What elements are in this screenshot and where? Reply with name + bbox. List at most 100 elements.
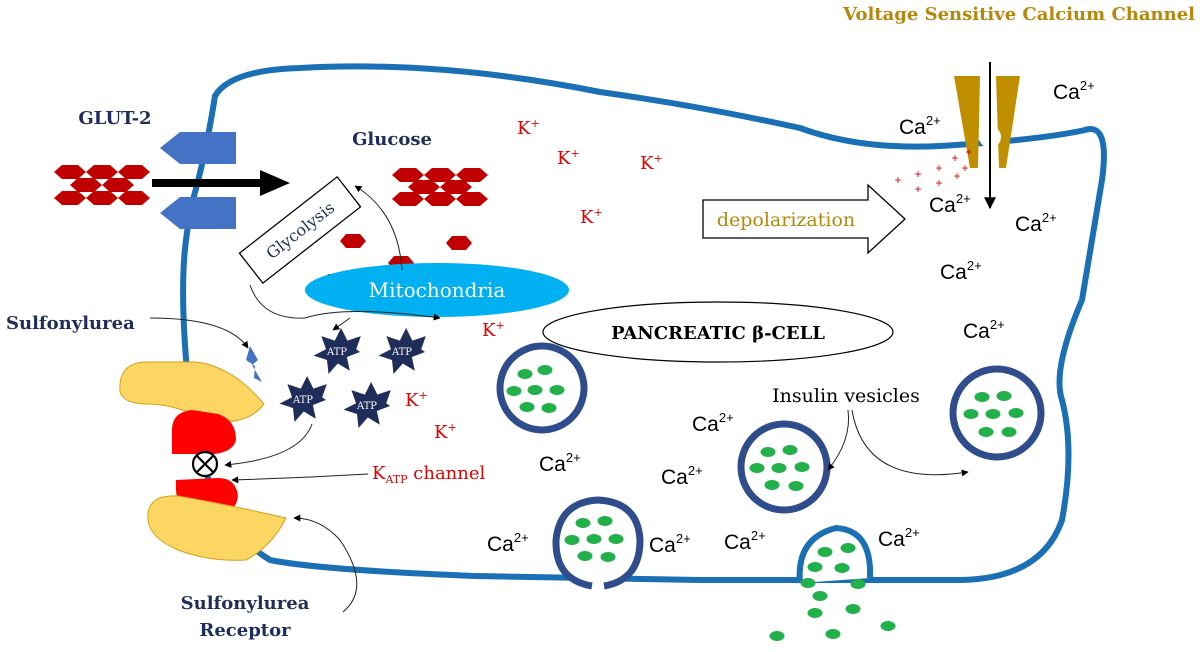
glucose-transport-arrow-head [260,170,290,196]
mitochondria [305,263,569,317]
receptor-label-pointer-arrow [293,514,358,613]
glucose-inside-cluster [392,168,488,206]
insulin-vesicle [949,365,1045,461]
sulfonylurea-label: Sulfonylurea [6,313,135,334]
svg-text:+: + [914,167,921,181]
svg-text:Ca2+: Ca2+ [1053,78,1095,104]
calcium-ion: Ca2+ [963,317,1005,343]
svg-text:+: + [953,169,960,183]
svg-text:+: + [935,176,942,190]
katp-channel-upper-red [172,410,236,454]
glut2-label: GLUT-2 [78,108,151,129]
atp-molecule: ATP [343,382,391,428]
svg-text:Ca2+: Ca2+ [724,528,766,554]
insulin-vesicle-docking [552,496,644,590]
glucose-molecule [340,234,366,248]
svg-text:Ca2+: Ca2+ [929,191,971,217]
atp-molecule: ATP [313,328,361,374]
svg-text:ATP: ATP [391,347,412,358]
svg-text:K+: K+ [640,152,663,174]
insulin-vesicle [496,342,588,434]
sulfonylurea-pointer-arrow [149,317,249,349]
svg-text:Ca2+: Ca2+ [940,258,982,284]
svg-text:Ca2+: Ca2+ [1015,210,1057,236]
atp-molecule: ATP [378,328,426,374]
svg-text:Ca2+: Ca2+ [661,463,703,489]
svg-text:ATP: ATP [356,401,377,412]
calcium-ion: Ca2+ [899,113,941,139]
potassium-ion: K+ [434,421,457,443]
svg-text:K+: K+ [580,206,603,228]
calcium-ion: Ca2+ [539,450,581,476]
katp-channel-label: KATP channel [372,463,486,486]
potassium-ion: K+ [517,117,540,139]
svg-text:Ca2+: Ca2+ [963,317,1005,343]
calcium-ion: Ca2+ [929,191,971,217]
glut2-lower-subunit [160,197,236,229]
insulin-label-pointer-right [851,409,969,477]
calcium-ion: Ca2+ [878,525,920,551]
svg-text:Ca2+: Ca2+ [878,525,920,551]
depolarization-arrow [702,183,906,255]
svg-text:Ca2+: Ca2+ [487,530,529,556]
sulfonylurea-receptor-lower [147,495,287,561]
sulfonylurea-drug-icon [246,346,262,382]
vsc-title: Voltage Sensitive Calcium Channel [842,4,1195,25]
membrane-positive-charges: + + + + + + + + + [894,145,972,196]
katp-label-pointer-arrow [231,473,369,484]
mitochondria-to-atp-arrow [332,317,351,331]
cell-title: PANCREATIC β-CELL [611,323,825,344]
calcium-ion: Ca2+ [487,530,529,556]
svg-text:+: + [951,151,958,165]
depolarization-label: depolarization [717,209,855,231]
glycolysis-box: Glycolysis [238,175,362,285]
katp-closed-cross [196,455,214,473]
glycolysis-to-mitochondria-arrow [249,284,441,321]
svg-text:+: + [935,161,942,175]
svg-text:+: + [961,161,968,175]
potassium-ion: K+ [557,147,580,169]
svg-text:+: + [965,145,972,159]
atp-to-katp-arrow [224,423,313,468]
calcium-ion: Ca2+ [1053,78,1095,104]
glucose-molecule [446,236,472,250]
potassium-ion: K+ [482,319,505,341]
cell-title-ellipse [542,301,894,363]
calcium-ion: Ca2+ [940,258,982,284]
svg-text:K+: K+ [405,389,428,411]
potassium-ion: K+ [640,152,663,174]
svg-text:ATP: ATP [326,347,347,358]
svg-text:+: + [894,173,901,187]
sulfonylurea-receptor-label-line2: Receptor [199,620,291,641]
vsc-right-subunit [996,76,1020,168]
potassium-ion: K+ [405,389,428,411]
svg-text:Ca2+: Ca2+ [899,113,941,139]
mitochondria-label: Mitochondria [369,278,506,302]
sulfonylurea-receptor-label-line1: Sulfonylurea [181,593,310,614]
glucose-label: Glucose [352,129,432,150]
sulfonylurea-receptor-upper [119,361,265,423]
insulin-exocytosis-vesicle [796,524,874,584]
glut2-upper-subunit [160,132,236,164]
svg-text:Ca2+: Ca2+ [692,410,734,436]
svg-text:Ca2+: Ca2+ [539,450,581,476]
atp-molecule: ATP [279,376,327,422]
glucose-outside-cluster [54,165,150,205]
insulin-label-pointer-left [827,409,850,471]
svg-text:K+: K+ [434,421,457,443]
svg-text:ATP: ATP [292,395,313,406]
insulin-vesicle [737,420,831,514]
vsc-left-subunit [954,76,980,168]
svg-text:+: + [914,182,921,196]
svg-text:Ca2+: Ca2+ [649,531,691,557]
svg-text:K+: K+ [517,117,540,139]
calcium-ion: Ca2+ [661,463,703,489]
potassium-ion: K+ [580,206,603,228]
svg-text:K+: K+ [557,147,580,169]
svg-text:K+: K+ [482,319,505,341]
insulin-vesicles-label: Insulin vesicles [772,385,920,407]
calcium-ion: Ca2+ [1015,210,1057,236]
calcium-ion: Ca2+ [649,531,691,557]
calcium-ion: Ca2+ [692,410,734,436]
